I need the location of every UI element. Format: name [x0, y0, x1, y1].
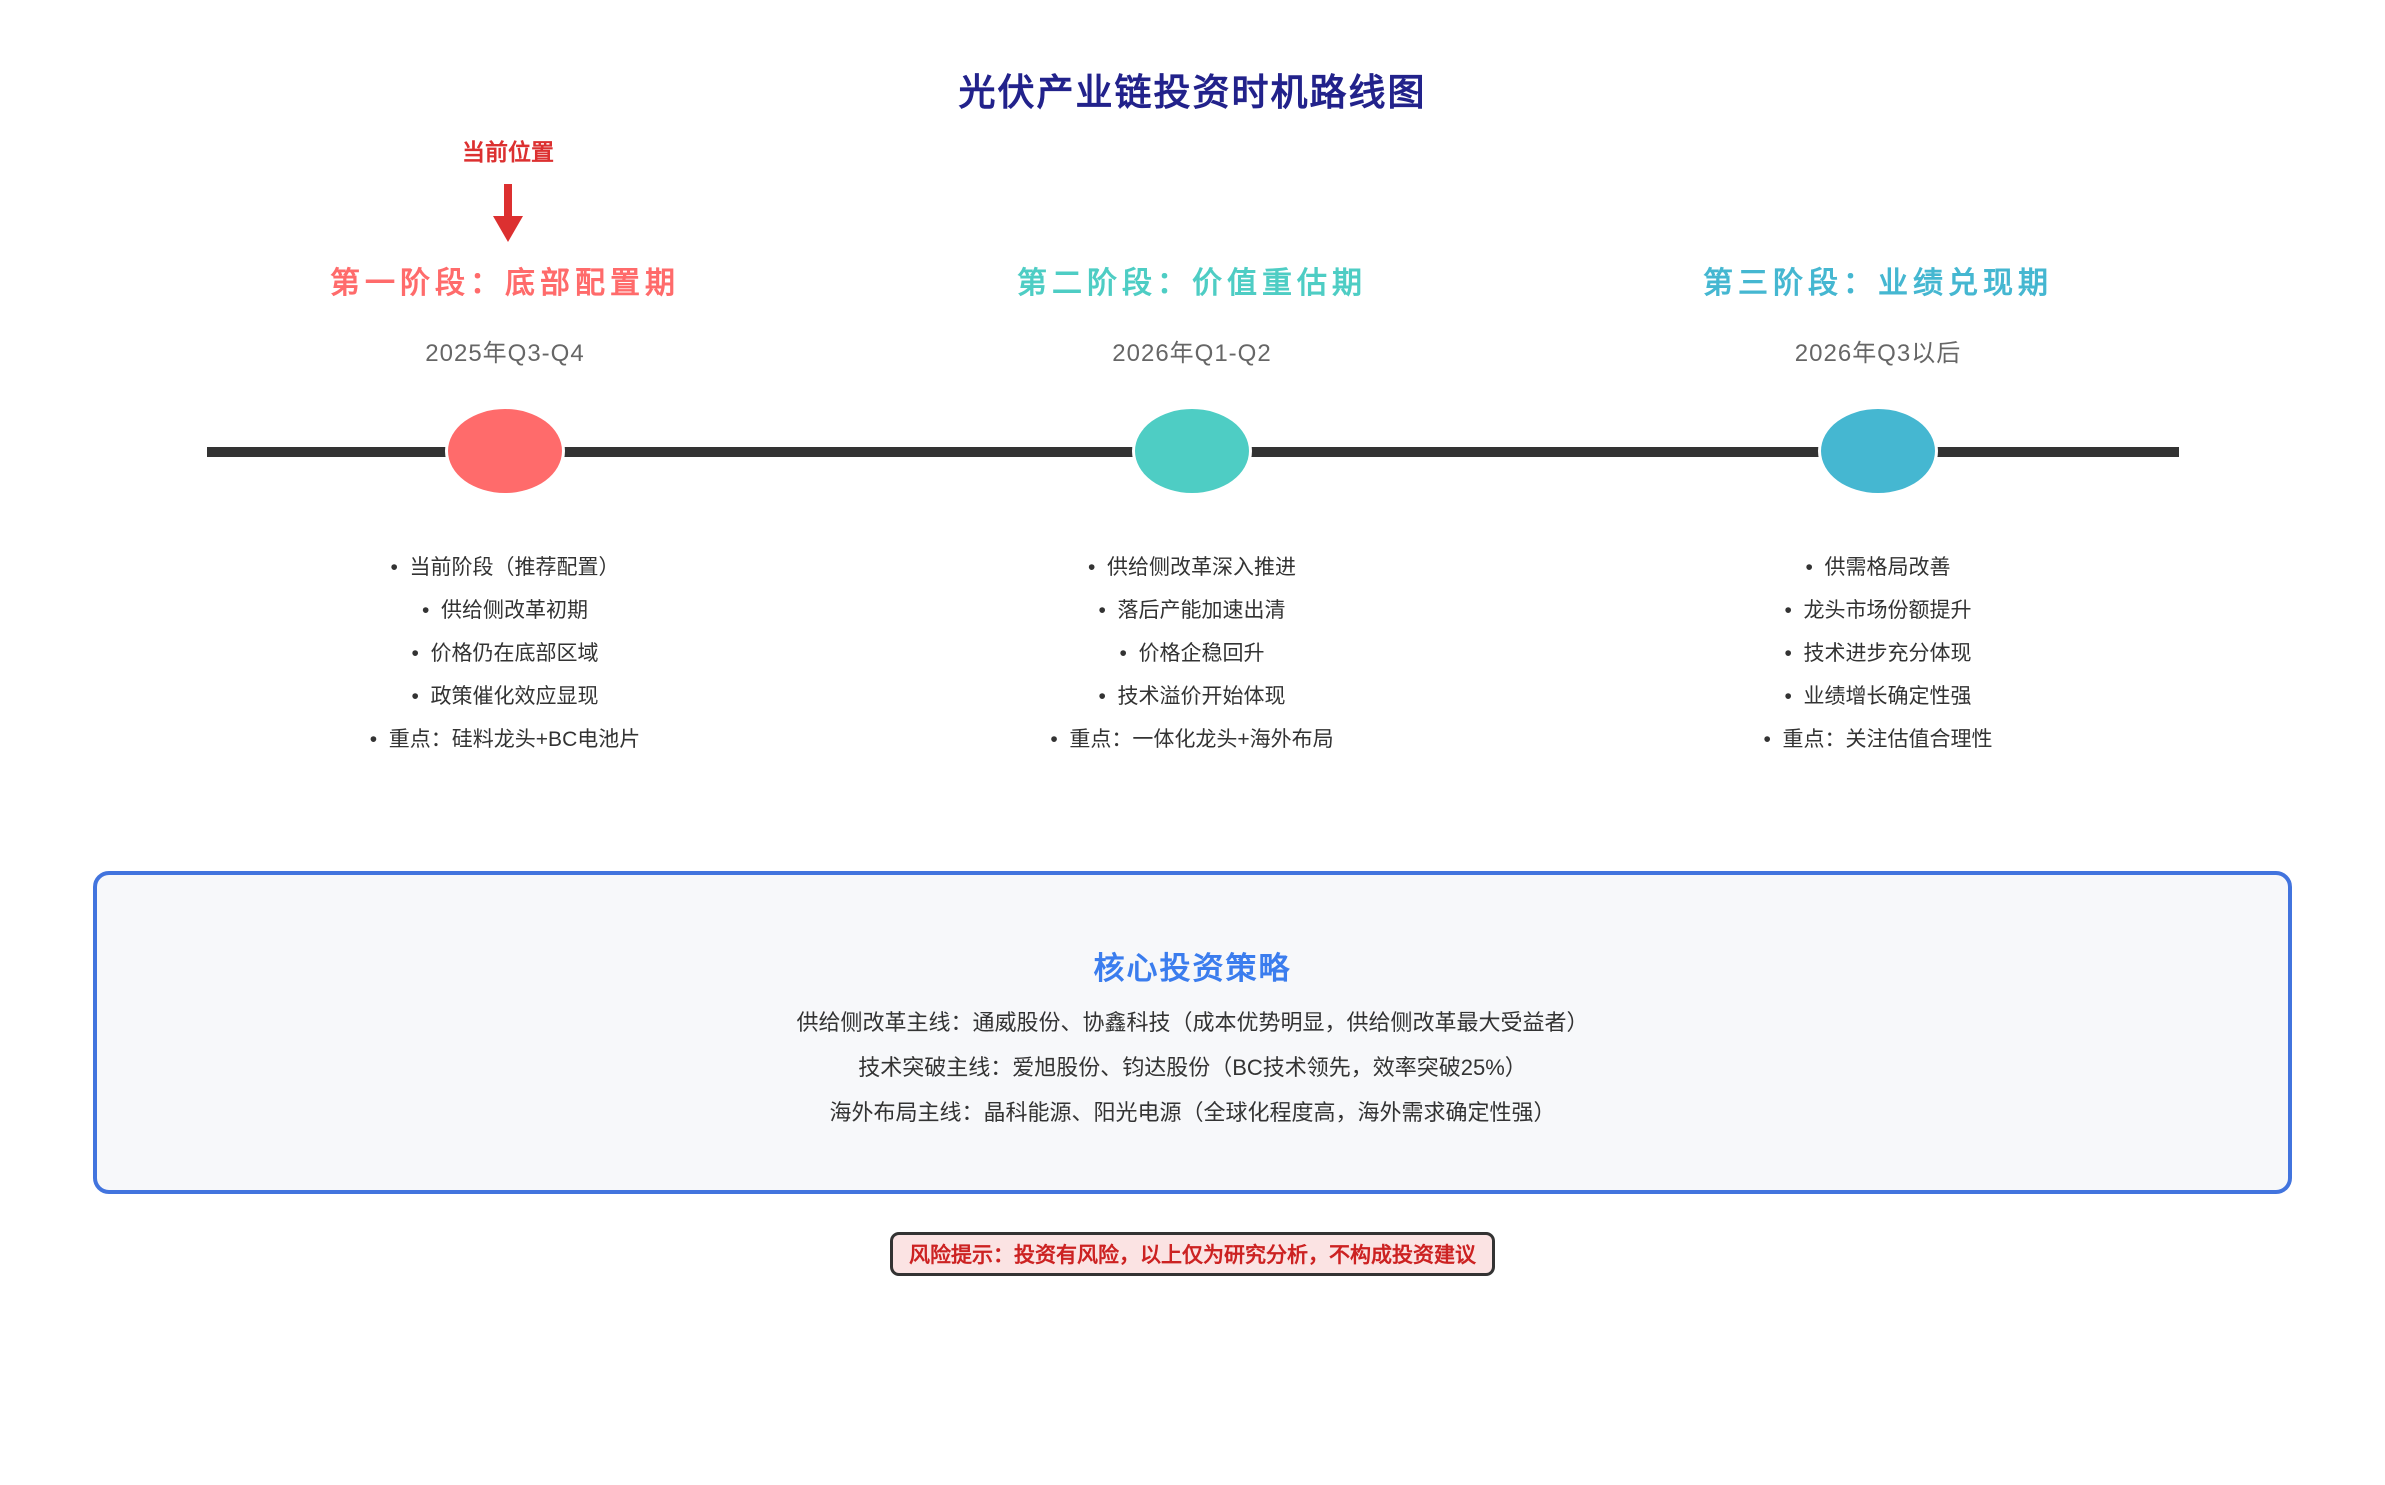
phase-3-points: 供需格局改善 龙头市场份额提升 技术进步充分体现 业绩增长确定性强 重点：关注估…: [1558, 546, 2198, 761]
list-item: 龙头市场份额提升: [1558, 589, 2198, 632]
strategy-title: 核心投资策略: [1093, 951, 1292, 986]
strategy-line: 技术突破主线：爱旭股份、钧达股份（BC技术领先，效率突破25%）: [858, 1055, 1527, 1080]
phase-1-dot: [445, 406, 565, 496]
list-item: 落后产能加速出清: [872, 589, 1512, 632]
list-item: 技术进步充分体现: [1558, 632, 2198, 675]
strategy-lines: 供给侧改革主线：通威股份、协鑫科技（成本优势明显，供给侧改革最大受益者） 技术突…: [97, 1000, 2288, 1135]
phase-3-name: 第三阶段：业绩兑现期: [1703, 267, 2053, 300]
risk-notice-badge: 风险提示：投资有风险，以上仅为研究分析，不构成投资建议: [890, 1232, 1495, 1276]
list-item: 重点：一体化龙头+海外布局: [872, 718, 1512, 761]
phase-3-header: 第三阶段：业绩兑现期 2026年Q3以后: [1558, 258, 2198, 368]
phase-1-points: 当前阶段（推荐配置） 供给侧改革初期 价格仍在底部区域 政策催化效应显现 重点：…: [185, 546, 825, 761]
phase-1-period: 2025年Q3-Q4: [425, 340, 585, 367]
list-item: 供给侧改革深入推进: [872, 546, 1512, 589]
list-item: 技术溢价开始体现: [872, 675, 1512, 718]
phase-2-name: 第二阶段：价值重估期: [1017, 267, 1367, 300]
phase-2-points: 供给侧改革深入推进 落后产能加速出清 价格企稳回升 技术溢价开始体现 重点：一体…: [872, 546, 1512, 761]
strategy-line: 供给侧改革主线：通威股份、协鑫科技（成本优势明显，供给侧改革最大受益者）: [796, 1010, 1589, 1035]
list-item: 重点：硅料龙头+BC电池片: [185, 718, 825, 761]
phase-3-period: 2026年Q3以后: [1794, 340, 1962, 367]
phase-2-period: 2026年Q1-Q2: [1112, 340, 1272, 367]
list-item: 政策催化效应显现: [185, 675, 825, 718]
list-item: 供给侧改革初期: [185, 589, 825, 632]
list-item: 重点：关注估值合理性: [1558, 718, 2198, 761]
current-position-label: 当前位置: [462, 139, 554, 165]
phase-2-dot: [1132, 406, 1252, 496]
list-item: 当前阶段（推荐配置）: [185, 546, 825, 589]
strategy-line: 海外布局主线：晶科能源、阳光电源（全球化程度高，海外需求确定性强）: [829, 1100, 1556, 1125]
list-item: 价格企稳回升: [872, 632, 1512, 675]
strategy-box: 核心投资策略 供给侧改革主线：通威股份、协鑫科技（成本优势明显，供给侧改革最大受…: [93, 871, 2292, 1194]
list-item: 业绩增长确定性强: [1558, 675, 2198, 718]
phase-3-dot: [1818, 406, 1938, 496]
list-item: 供需格局改善: [1558, 546, 2198, 589]
risk-notice-row: 风险提示：投资有风险，以上仅为研究分析，不构成投资建议: [0, 1232, 2385, 1276]
list-item: 价格仍在底部区域: [185, 632, 825, 675]
phase-1-name: 第一阶段：底部配置期: [330, 267, 680, 300]
down-arrow-icon: [493, 184, 523, 242]
phase-1-header: 第一阶段：底部配置期 2025年Q3-Q4: [185, 258, 825, 368]
page-title: 光伏产业链投资时机路线图: [958, 72, 1427, 113]
phase-2-header: 第二阶段：价值重估期 2026年Q1-Q2: [872, 258, 1512, 368]
